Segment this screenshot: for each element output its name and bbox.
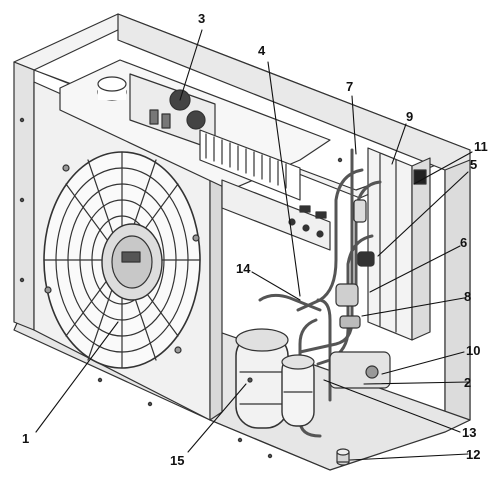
heat-exchanger — [367, 147, 431, 341]
leader-lines — [35, 29, 473, 461]
callout-6: 6 — [460, 235, 468, 250]
callout-12: 12 — [466, 447, 481, 462]
callout-8: 8 — [464, 289, 472, 304]
callout-11: 11 — [474, 139, 488, 154]
callout-3: 3 — [198, 11, 206, 26]
callout-7: 7 — [346, 79, 354, 94]
callout-10: 10 — [466, 343, 481, 358]
accumulator — [281, 354, 315, 427]
callout-1: 1 — [22, 431, 30, 446]
valves — [329, 199, 391, 389]
compressor — [235, 328, 289, 429]
callout-15: 15 — [170, 453, 185, 468]
callout-13: 13 — [462, 425, 477, 440]
callout-14: 14 — [236, 261, 251, 276]
callout-2: 2 — [464, 375, 472, 390]
control-box — [59, 59, 331, 251]
callout-4: 4 — [258, 43, 266, 58]
fan-guard — [43, 151, 201, 369]
callout-9: 9 — [406, 109, 414, 124]
callout-5: 5 — [470, 157, 478, 172]
drain-fitting — [336, 448, 350, 466]
